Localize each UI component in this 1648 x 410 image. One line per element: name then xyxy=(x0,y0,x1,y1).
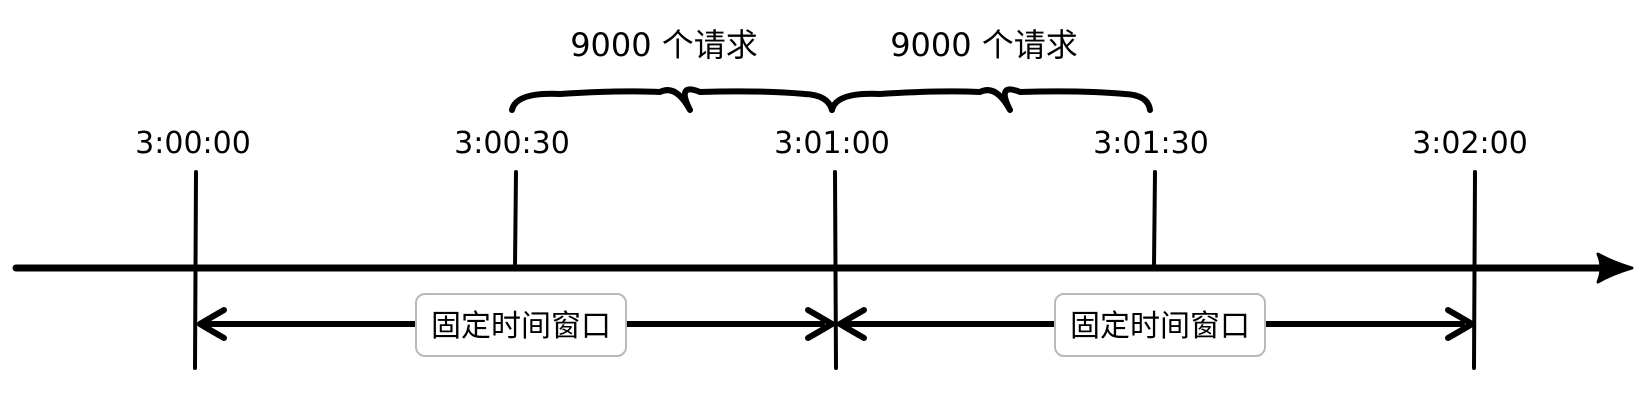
brace-label-1: 9000 个请求 xyxy=(570,26,758,64)
window-label-box-2 xyxy=(1054,293,1266,357)
window-arrowhead-right-2 xyxy=(1445,307,1475,341)
tick-labels: 3:00:00 3:00:30 3:01:00 3:01:30 3:02:00 xyxy=(135,126,1528,161)
half-ticks xyxy=(513,170,1157,268)
tick-line-1 xyxy=(513,170,518,268)
curly-brace-1 xyxy=(509,86,835,113)
window-span-2: 固定时间窗口 xyxy=(837,293,1475,357)
tick-label-1: 3:00:30 xyxy=(454,126,570,161)
brace-label-2: 9000 个请求 xyxy=(890,26,1078,64)
tick-line-3 xyxy=(1152,170,1157,268)
tick-line-4 xyxy=(1472,170,1477,370)
tick-line-0 xyxy=(193,170,198,370)
tick-label-2: 3:01:00 xyxy=(774,126,890,161)
tick-label-0: 3:00:00 xyxy=(135,126,251,161)
curly-brace-2 xyxy=(829,86,1153,113)
tick-label-4: 3:02:00 xyxy=(1412,126,1528,161)
tick-line-2 xyxy=(833,170,838,370)
tick-label-3: 3:01:30 xyxy=(1093,126,1209,161)
window-label-box-1 xyxy=(415,293,627,357)
time-axis xyxy=(12,252,1634,284)
window-label-1: 固定时间窗口 xyxy=(431,309,611,344)
window-arrowhead-right-1 xyxy=(805,307,835,341)
window-span-1: 固定时间窗口 xyxy=(197,293,835,357)
axis-arrowhead xyxy=(1596,252,1634,284)
boundary-ticks xyxy=(193,170,1477,370)
request-braces: 9000 个请求 9000 个请求 xyxy=(509,26,1153,113)
window-label-2: 固定时间窗口 xyxy=(1070,309,1250,344)
window-arrowhead-left-1 xyxy=(197,307,227,341)
window-arrowhead-left-2 xyxy=(837,307,867,341)
